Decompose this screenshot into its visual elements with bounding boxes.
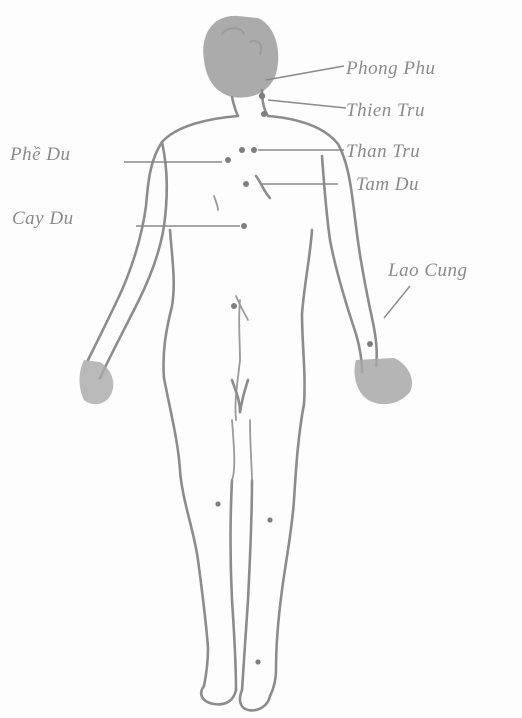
label-cay-du: Cay Du [12, 208, 74, 229]
point-phong-phu [259, 93, 265, 99]
label-phong-phu: Phong Phu [345, 58, 435, 79]
point-cay-du [241, 223, 247, 229]
point-leg-right [267, 517, 272, 522]
label-tam-du: Tam Du [356, 174, 419, 195]
label-phe-du: Phề Du [9, 144, 71, 165]
point-than-tru-right [251, 147, 257, 153]
point-lao-cung [367, 341, 373, 347]
point-thien-tru [261, 111, 267, 117]
head [203, 16, 278, 116]
label-lao-cung: Lao Cung [387, 260, 468, 281]
point-phe-du [225, 157, 231, 163]
body-outline [80, 116, 413, 710]
point-than-tru-left [239, 147, 245, 153]
point-lumbar [231, 303, 237, 309]
point-ankle [255, 659, 260, 664]
point-tam-du [243, 181, 249, 187]
label-thien-tru: Thien Tru [346, 100, 425, 121]
label-than-tru: Than Tru [346, 141, 420, 162]
point-leg-left [215, 501, 220, 506]
